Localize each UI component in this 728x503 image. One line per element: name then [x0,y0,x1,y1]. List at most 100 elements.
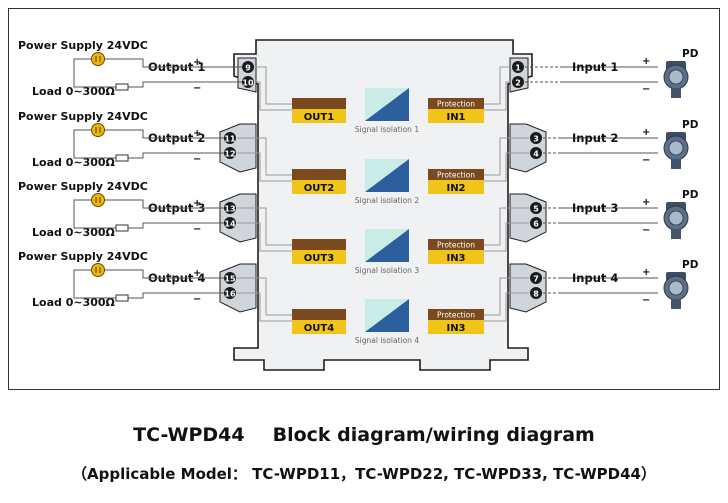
out-block-label-3: OUT3 [304,253,334,264]
out-block-top-3 [292,239,346,250]
terminal-number-5: 5 [533,205,539,214]
terminal-number-9: 9 [245,64,251,73]
out-block-4 [292,320,346,334]
internal-wire-in-b-1 [484,81,511,111]
terminal-number-14: 14 [224,220,236,229]
applicable-models: （Applicable Model： TC-WPD11，TC-WPD22, TC… [71,465,656,483]
out-block-label-2: OUT2 [304,183,334,194]
terminal-number-8: 8 [533,290,539,299]
load-label-3: Load 0~300Ω [32,226,116,239]
pd-label-3: PD [682,189,699,201]
input-dashed-wire-2 [543,137,560,154]
pd-label-2: PD [682,119,699,131]
terminal-number-4: 4 [533,150,539,159]
terminal-13 [224,202,236,214]
input-wire-2 [560,137,658,154]
pd-stem-icon-3 [671,229,681,239]
protection-label-3: Protection [437,241,475,250]
input-plus-sign-4: + [642,267,650,278]
pd-display-icon-2 [668,140,684,156]
protection-band-1 [428,98,484,109]
power-supply-label-2: Power Supply 24VDC [18,110,148,123]
output-minus-sign-2: − [193,154,201,165]
input-minus-sign-3: − [642,225,650,236]
power-supply-label-3: Power Supply 24VDC [18,180,148,193]
output-loop-wire-2 [73,129,230,159]
pd-display-icon-3 [668,210,684,226]
out-block-3 [292,250,346,264]
terminal-number-3: 3 [533,135,539,144]
output-minus-sign-3: − [193,224,201,235]
input-label-2: Input 2 [572,131,618,145]
output-minus-sign-1: − [193,83,201,94]
load-resistor-icon-2 [115,154,129,162]
input-label-3: Input 3 [572,201,618,215]
terminal-number-11: 11 [224,135,236,144]
out-block-top-2 [292,169,346,180]
terminal-number-12: 12 [224,150,235,159]
terminal-number-2: 2 [515,79,521,88]
internal-wire-out-a-3 [237,207,292,246]
power-supply-label-4: Power Supply 24VDC [18,250,148,263]
terminal-number-1: 1 [515,64,521,73]
load-resistor-icon-4 [115,294,129,302]
internal-wire-out-b-4 [237,292,292,322]
terminal-14 [224,217,236,229]
internal-wire-out-b-1 [255,81,292,111]
internal-wire-in-a-3 [484,207,529,246]
isolation-diagonal-4 [365,299,409,332]
input-dashed-wire-3 [543,207,560,224]
terminal-5 [530,202,542,214]
load-label-4: Load 0~300Ω [32,296,116,309]
terminal-4 [530,147,542,159]
terminal-number-15: 15 [224,275,236,284]
isolation-label-3: Signal isolation 3 [355,266,419,275]
terminal-6 [530,217,542,229]
terminal-number-6: 6 [533,220,539,229]
internal-wire-out-b-3 [237,222,292,252]
internal-wire-in-b-3 [484,222,529,252]
power-supply-icon-1 [91,52,105,66]
terminal-number-10: 10 [242,79,254,88]
power-supply-polarity-icon-4 [95,267,101,273]
terminal-3 [530,132,542,144]
terminal-number-16: 16 [224,290,236,299]
output-loop-wire-4 [73,269,230,299]
internal-wire-out-a-4 [237,277,292,316]
pd-stem-icon-2 [671,159,681,169]
terminal-12 [224,147,236,159]
power-supply-polarity-icon-3 [95,197,101,203]
input-wire-4 [560,277,658,294]
input-label-4: Input 4 [572,271,618,285]
load-label-1: Load 0~300Ω [32,85,116,98]
terminal-number-13: 13 [224,205,235,214]
power-supply-polarity-icon-2 [95,127,101,133]
isolation-diagonal-1 [365,88,409,121]
output-loop-wire-3 [73,199,230,229]
input-dashed-wire-1 [525,66,560,83]
power-supply-icon-2 [91,123,105,137]
internal-wire-in-a-4 [484,277,529,316]
input-dashed-wire-4 [543,277,560,294]
protection-label-1: Protection [437,100,475,109]
out-block-1 [292,109,346,123]
terminal-8 [530,287,542,299]
load-resistor-icon-3 [115,224,129,232]
isolation-diagonal-3 [365,229,409,262]
output-plus-sign-2: + [193,128,201,139]
input-minus-sign-1: − [642,84,650,95]
out-block-label-4: OUT4 [304,323,334,334]
output-loop-wire-1 [73,58,248,88]
input-minus-sign-4: − [642,295,650,306]
protection-band-4 [428,309,484,320]
protection-band-2 [428,169,484,180]
power-supply-polarity-icon-1 [95,56,101,62]
internal-wire-in-a-2 [484,137,529,176]
pd-display-icon-1 [668,69,684,85]
power-supply-icon-4 [91,263,105,277]
input-wire-1 [560,66,658,83]
internal-wire-in-b-4 [484,292,529,322]
right-terminal-block-2 [509,123,547,173]
